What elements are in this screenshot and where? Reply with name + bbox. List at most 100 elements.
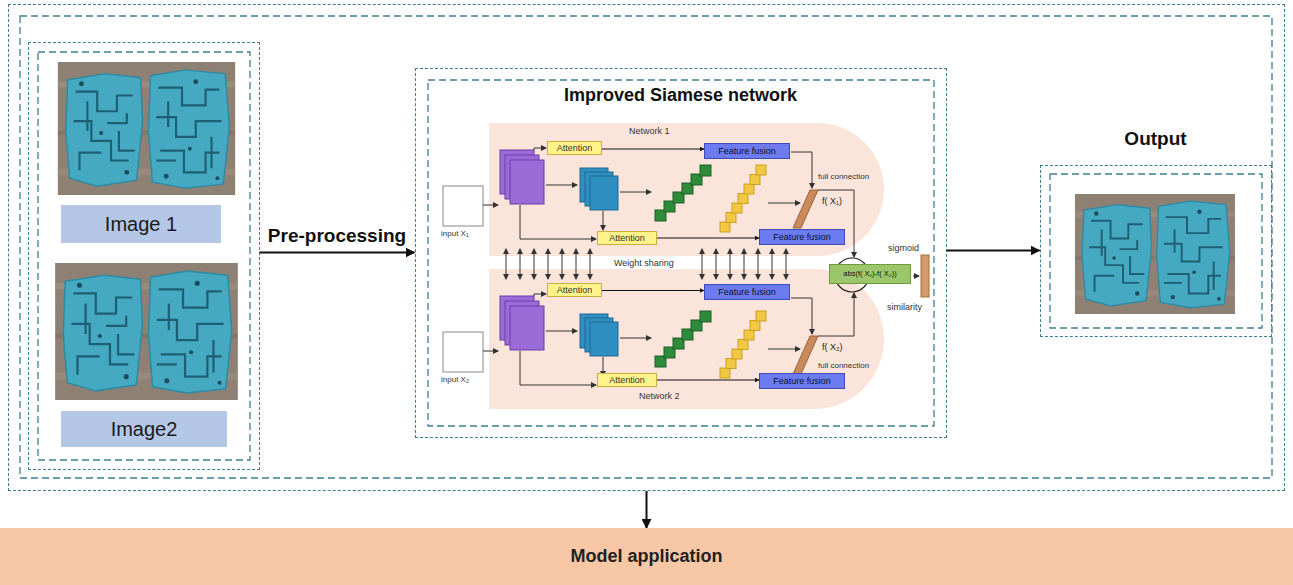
feature-fusion-box: Feature fusion	[759, 229, 845, 245]
weight-sharing-arrows	[548, 249, 549, 279]
attention-line	[603, 211, 604, 230]
feature-line	[818, 293, 854, 336]
distance-circle	[835, 258, 869, 292]
attention-box-text: Attention	[557, 285, 593, 295]
weight-sharing-arrows	[534, 249, 535, 279]
conv-block-purple	[500, 150, 544, 204]
outer-frame: Image 1Image2Improved Siamese networkNet…	[8, 4, 1285, 491]
pool-layer-yellow	[744, 184, 754, 194]
conv-block-green	[664, 201, 675, 212]
weight-sharing-arrows	[590, 249, 591, 279]
dashed-frame	[38, 52, 250, 460]
feature-fusion-box: Feature fusion	[704, 284, 790, 300]
connector-arrow	[602, 149, 704, 150]
weight-sharing-arrows	[716, 249, 717, 279]
conv-block-purple	[510, 160, 544, 204]
attention-box-text: Attention	[609, 375, 645, 385]
feature-label: f( X₂)	[822, 342, 843, 352]
input-photo	[55, 263, 238, 400]
attention-box-text: Attention	[609, 233, 645, 243]
pool-layer-yellow	[732, 203, 742, 213]
output-label: similarity	[887, 302, 922, 312]
weight-sharing-arrows	[562, 249, 563, 279]
attention-box: Attention	[547, 141, 602, 155]
conv-block-green	[673, 192, 684, 203]
pool-layer-yellow	[720, 222, 730, 232]
conv-block-green	[700, 165, 711, 176]
input-panel: Image 1 Image2	[28, 42, 260, 470]
weight-sharing-arrows	[730, 249, 731, 279]
input-label: input X₁	[441, 229, 469, 238]
weight-sharing-arrows	[772, 249, 773, 279]
flow-line	[546, 185, 577, 186]
pool-layer-yellow	[756, 165, 766, 175]
input-square	[443, 186, 483, 226]
network-region: Network 2AttentionFeature fusionAttentio…	[489, 269, 884, 409]
flow-line	[620, 192, 651, 193]
attention-line	[520, 205, 596, 239]
connector-arrow	[646, 491, 648, 528]
conv-block-blue	[590, 176, 618, 210]
dashed-frame	[428, 80, 934, 426]
attention-box: Attention	[597, 231, 657, 245]
attention-box: Attention	[597, 373, 657, 387]
dashed-frame	[1050, 174, 1262, 328]
feature-fusion-box-text: Feature fusion	[773, 376, 831, 386]
attention-box-text: Attention	[557, 143, 593, 153]
weight-sharing-arrows	[786, 249, 787, 279]
connector-arrow	[602, 290, 704, 291]
flow-line	[768, 203, 800, 204]
sigmoid-line	[913, 276, 919, 277]
network-region: Network 1AttentionFeature fusionAttentio…	[489, 123, 884, 256]
application-band: Model application	[0, 528, 1293, 585]
conv-block-blue	[585, 172, 613, 206]
pool-layer-yellow	[720, 165, 766, 232]
attention-line	[534, 148, 546, 150]
conv-block-blue	[580, 168, 618, 210]
conv-block-green	[691, 174, 702, 185]
conv-block-purple	[500, 150, 534, 194]
network-branch	[443, 148, 818, 239]
weight-sharing-arrows	[702, 249, 703, 279]
connector-arrow	[657, 238, 759, 239]
layer-label: full connection	[818, 172, 869, 181]
weight-sharing-arrows	[506, 249, 786, 279]
connector-arrow	[947, 250, 1040, 252]
connector-arrow	[657, 380, 759, 381]
weight-sharing-arrows	[506, 249, 507, 279]
image-label-text: Image 1	[105, 213, 177, 236]
dashed-frame	[20, 16, 1272, 478]
similarity-bar	[921, 255, 929, 297]
weight-sharing-arrows	[576, 249, 577, 279]
function-label: sigmoid	[888, 243, 919, 253]
output-panel-text: Output	[1124, 128, 1186, 150]
weight-sharing-arrows	[744, 249, 745, 279]
conv-block-green	[655, 165, 711, 221]
connector-arrow	[260, 252, 415, 254]
feature-fusion-box: Feature fusion	[704, 143, 790, 159]
attention-box: Attention	[547, 283, 602, 297]
flow-line	[483, 205, 498, 206]
input-label: input X₂	[441, 375, 469, 384]
dashed-frame	[20, 16, 1272, 478]
image-label-text: Image2	[111, 418, 178, 441]
layer-label: full connection	[818, 361, 869, 370]
conv-block-green	[655, 210, 666, 221]
feature-label: f( X₁)	[822, 196, 842, 206]
weight-sharing-arrows	[520, 249, 521, 279]
input-photo	[58, 62, 235, 195]
conv-block-blue	[580, 168, 608, 202]
pool-layer-yellow	[726, 213, 736, 223]
conv-block-green	[682, 183, 693, 194]
feature-fusion-box-text: Feature fusion	[773, 232, 831, 242]
image-label: Image 1	[61, 205, 221, 243]
output-panel: Output	[1040, 165, 1272, 337]
network-region-text: Network 2	[639, 391, 680, 401]
feature-fusion-box-text: Feature fusion	[718, 146, 776, 156]
distance-box: abs(f( X₁)-f( X₂))	[829, 264, 911, 284]
fusion-line	[791, 152, 812, 188]
network-branch	[443, 294, 818, 385]
network-region-text: Network 1	[629, 126, 670, 136]
feature-line	[818, 190, 854, 257]
